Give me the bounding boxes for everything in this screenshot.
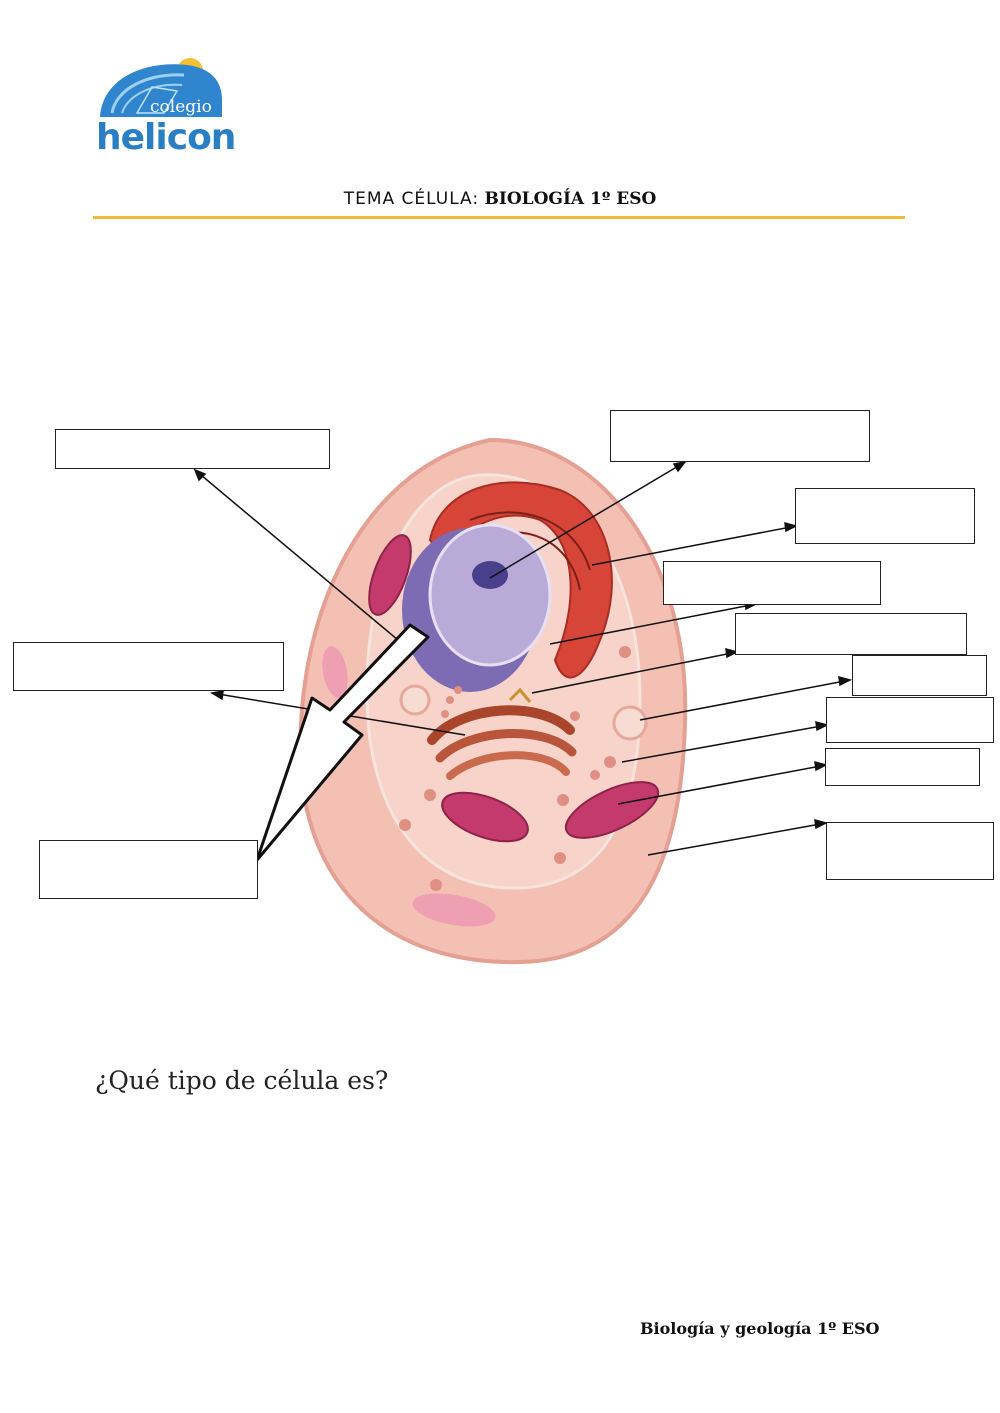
vacuole-icon <box>399 684 431 716</box>
label-box-10[interactable] <box>13 642 284 691</box>
logo-text-colegio: colegio <box>150 97 212 117</box>
label-box-2[interactable] <box>610 410 870 462</box>
page-title-bold: BIOLOGÍA 1º ESO <box>484 189 657 209</box>
vesicle-icon <box>412 893 496 927</box>
question-text: ¿Qué tipo de célula es? <box>95 1066 389 1095</box>
centriole-icon <box>508 687 532 703</box>
page-title-prefix: TEMA CÉLULA: <box>343 189 480 209</box>
nucleus-icon <box>428 523 552 667</box>
rough-er-icon <box>428 481 613 679</box>
mitochondrion-icon <box>368 534 412 616</box>
golgi-apparatus-icon <box>427 705 577 780</box>
label-box-3[interactable] <box>795 488 975 544</box>
label-box-8[interactable] <box>825 748 980 786</box>
vesicle-icon <box>322 646 348 698</box>
footer-text: Biología y geología 1º ESO <box>640 1319 880 1338</box>
label-box-11[interactable] <box>39 840 258 899</box>
label-box-5[interactable] <box>735 613 967 655</box>
school-logo: colegio helicon <box>92 55 236 165</box>
big-pointer-arrow-icon <box>255 623 430 862</box>
vacuole-icon <box>612 705 648 741</box>
label-box-6[interactable] <box>852 655 987 696</box>
logo-emblem-icon <box>100 58 222 117</box>
animal-cell-diagram <box>193 437 853 965</box>
page-title: TEMA CÉLULA: BIOLOGÍA 1º ESO <box>0 189 1000 209</box>
mitochondrion-icon <box>441 791 529 843</box>
label-box-1[interactable] <box>55 429 330 469</box>
label-box-4[interactable] <box>663 561 881 605</box>
header-divider <box>93 216 905 219</box>
label-box-7[interactable] <box>826 697 994 743</box>
nucleolus-icon <box>472 561 508 589</box>
mitochondrion-icon <box>564 781 660 839</box>
label-box-9[interactable] <box>826 822 994 880</box>
logo-text-helicon: helicon <box>96 117 236 158</box>
